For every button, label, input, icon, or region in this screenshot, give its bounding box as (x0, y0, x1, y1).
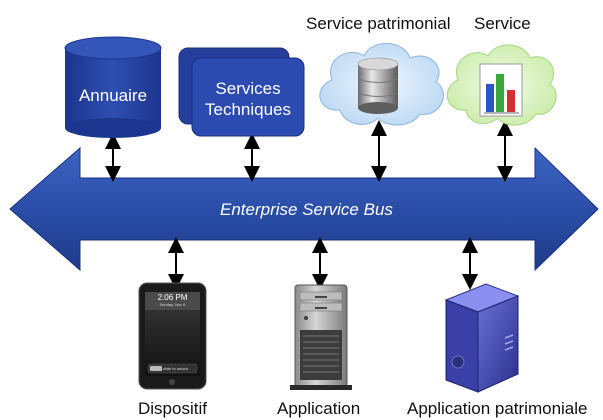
application-patrimoniale-label: Application patrimoniale (407, 399, 588, 418)
top-connectors (105, 120, 513, 182)
bar-chart-icon (479, 63, 523, 117)
database-icon (357, 57, 399, 114)
phone-time: 2:06 PM (157, 293, 188, 302)
bottom-connectors (168, 237, 478, 290)
service-bus-arrow (9, 146, 599, 272)
application-label: Application (277, 399, 361, 418)
phone-slide-to-unlock: slide to unlock (163, 366, 189, 371)
legacy-server (444, 283, 520, 393)
annuaire-label: Annuaire (78, 86, 148, 105)
service-bus-label: Enterprise Service Bus (220, 200, 393, 219)
smartphone-device (138, 282, 207, 390)
dispositif-label: Dispositif (138, 399, 207, 418)
desktop-tower (290, 284, 352, 390)
annuaire-cylinder (64, 36, 162, 138)
service-patrimonial-title: Service patrimonial (306, 14, 451, 33)
services-techniques-label: Services Techniques (204, 79, 291, 119)
service-title: Service (474, 14, 531, 33)
services-techniques-box (178, 47, 305, 137)
phone-date: Sunday, Nov 6 (159, 302, 186, 307)
